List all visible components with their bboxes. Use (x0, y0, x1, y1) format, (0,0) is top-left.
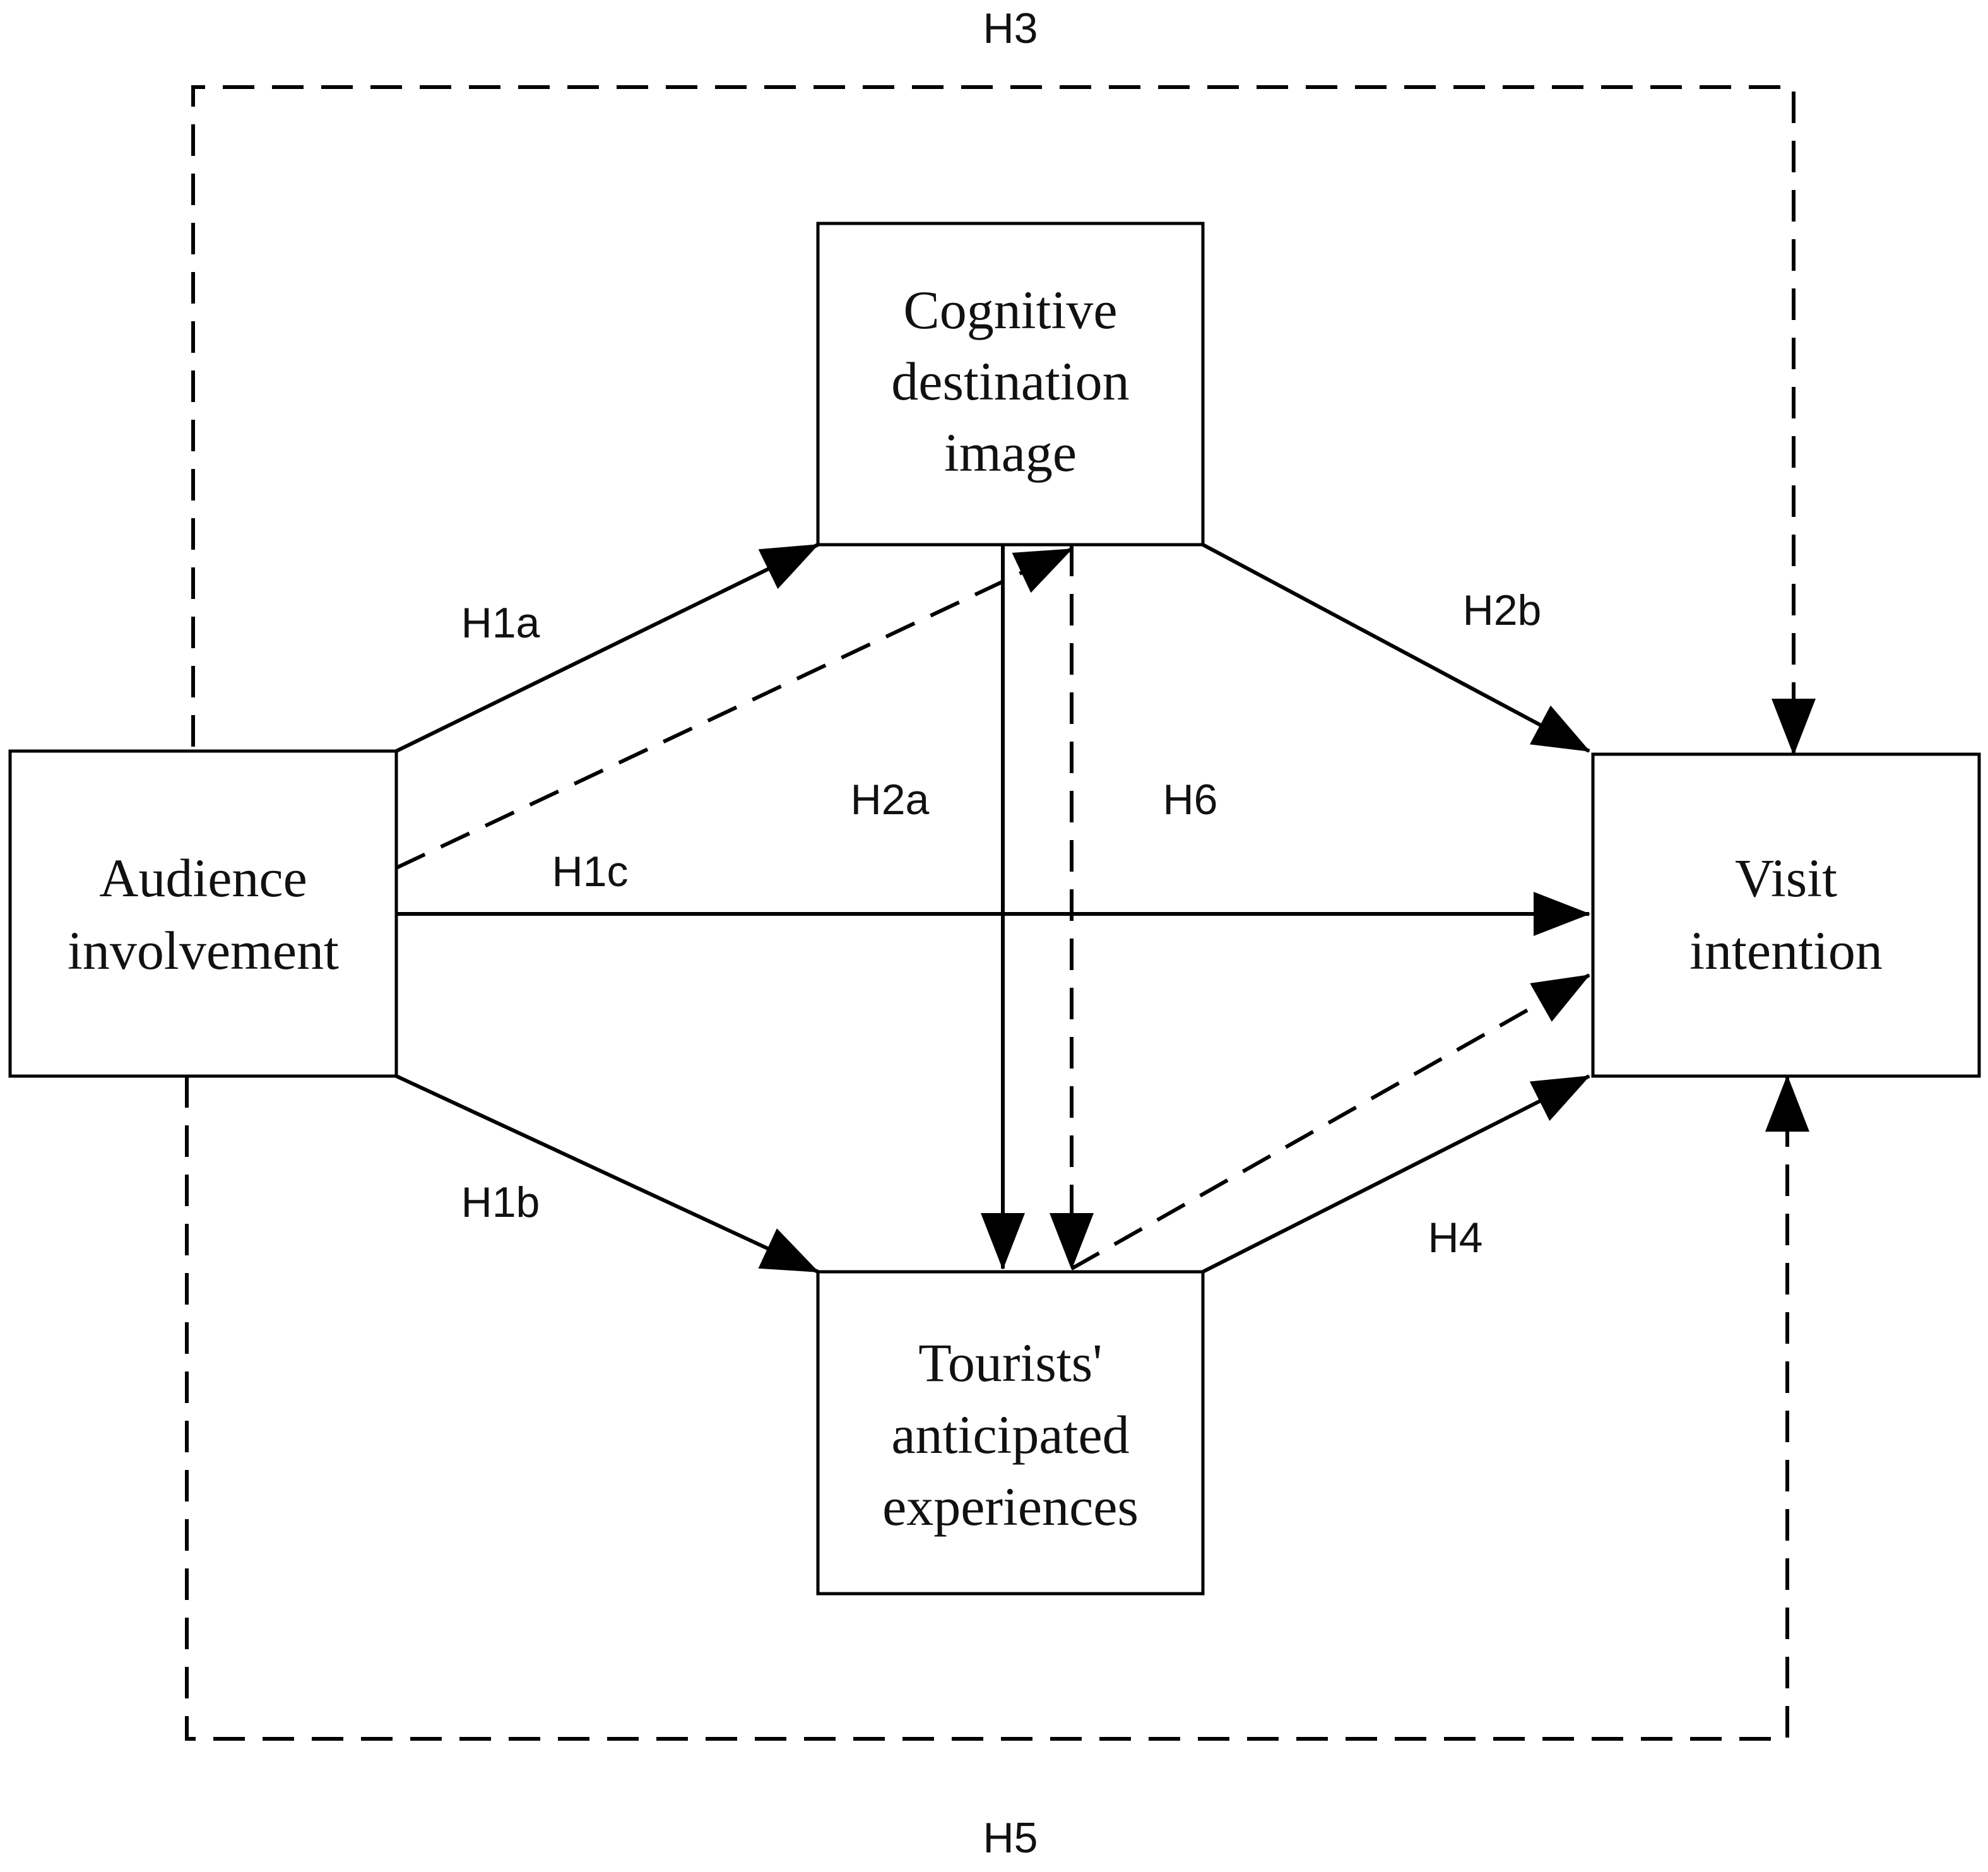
node-visit-line-2: intention (1689, 920, 1883, 981)
label-h2a: H2a (851, 776, 930, 824)
node-cognitive-destination-image: Cognitive destination image (816, 222, 1205, 547)
node-audience-line-2: involvement (68, 920, 339, 981)
arrow-h6-tourists-to-visit (1070, 973, 1590, 1271)
node-audience-line-1: Audience (99, 848, 307, 908)
node-tourists-anticipated-experiences: Tourists' anticipated experiences (816, 1270, 1205, 1596)
node-audience-involvement: Audience involvement (8, 749, 398, 1078)
node-visit-line-1: Visit (1735, 848, 1837, 908)
label-h3: H3 (983, 4, 1038, 52)
label-h1a: H1a (461, 599, 540, 647)
label-h1c: H1c (552, 848, 629, 896)
arrow-h1b (395, 1074, 819, 1274)
label-h6: H6 (1163, 776, 1218, 824)
node-tourists-line-1: Tourists' (918, 1332, 1102, 1393)
node-cognitive-line-2: destination (891, 351, 1129, 412)
node-tourists-line-3: experiences (882, 1476, 1139, 1537)
arrow-h6-audience-to-cognitive (395, 547, 1073, 870)
label-h2b: H2b (1463, 586, 1542, 634)
node-tourists-line-2: anticipated (891, 1404, 1129, 1465)
node-cognitive-line-3: image (944, 422, 1077, 483)
label-h1b: H1b (461, 1178, 540, 1226)
arrow-h1a (395, 543, 819, 753)
arrow-h2b (1202, 543, 1590, 753)
node-cognitive-line-1: Cognitive (903, 280, 1117, 340)
label-h5: H5 (983, 1814, 1038, 1862)
node-visit-intention: Visit intention (1591, 752, 1981, 1078)
label-h4: H4 (1428, 1214, 1483, 1262)
arrow-h4 (1202, 1074, 1590, 1274)
